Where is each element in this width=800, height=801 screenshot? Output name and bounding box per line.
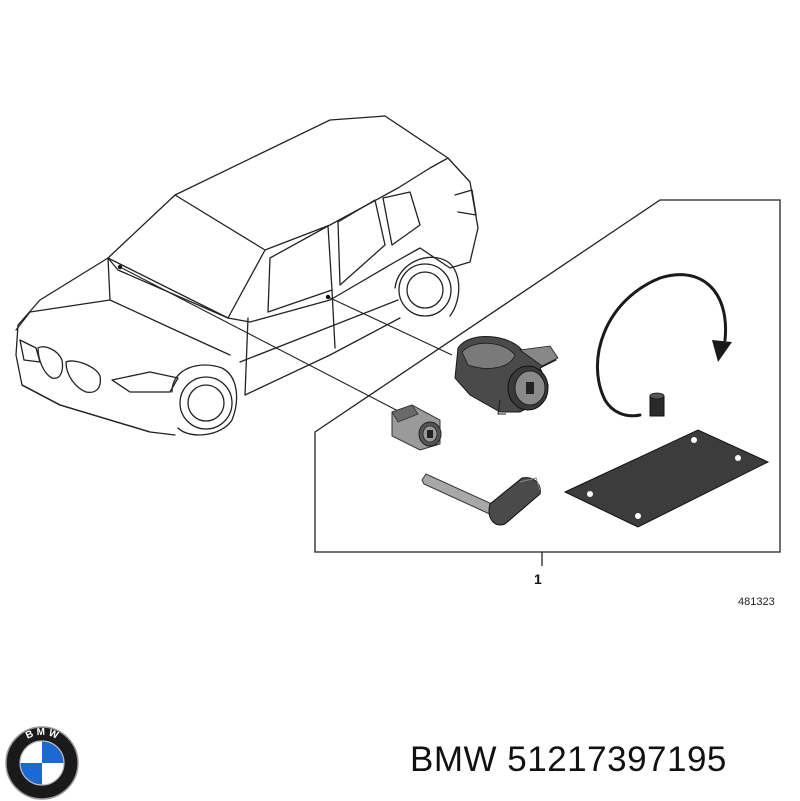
part-label: BMW 51217397195 xyxy=(410,740,727,780)
leader-dot-front xyxy=(117,264,123,270)
leader-dot-door xyxy=(325,294,331,300)
large-lock-cylinder xyxy=(454,336,559,415)
svg-text:B M W: B M W xyxy=(24,727,60,742)
gasket-plate xyxy=(563,429,770,528)
bmw-logo: B M W xyxy=(5,726,79,800)
key-blade xyxy=(421,473,541,526)
leader-lines xyxy=(119,266,453,413)
cable-tag xyxy=(649,392,665,417)
cable-loop xyxy=(595,273,728,418)
part-number: 51217397195 xyxy=(507,740,727,779)
small-lock-cylinder xyxy=(391,404,442,451)
car-outline xyxy=(15,115,479,436)
kit-frame xyxy=(314,199,781,553)
reference-code: 481323 xyxy=(738,596,775,608)
brand-name: BMW xyxy=(410,740,498,779)
callout-number: 1 xyxy=(534,571,542,587)
cable-arrow xyxy=(712,340,732,362)
